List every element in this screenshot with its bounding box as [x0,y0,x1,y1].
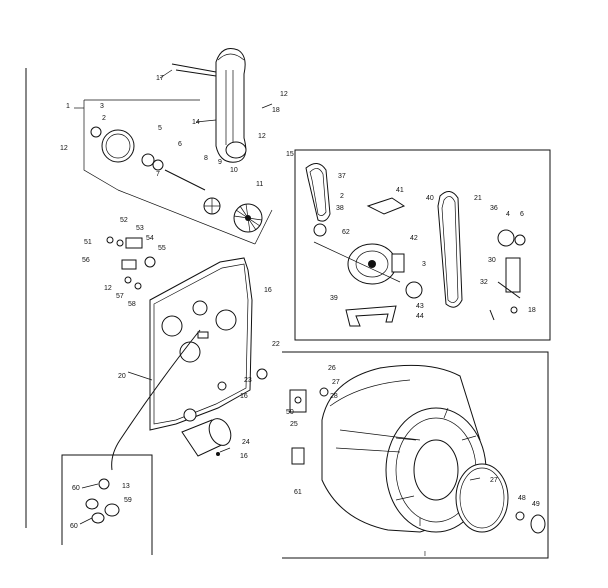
label-11: 11 [256,181,263,188]
label-16a: 16 [264,287,272,294]
label-51: 51 [84,239,92,246]
label-36: 36 [490,205,498,212]
label-37: 37 [338,173,346,180]
label-48: 48 [518,495,526,502]
label-60a: 60 [72,485,80,492]
label-7: 7 [156,171,160,178]
seal-parts [79,478,120,525]
label-41: 41 [396,187,404,194]
label-12b: 12 [60,145,68,152]
idler-pulley-assembly [489,229,526,321]
igniter-cylinder [181,368,268,457]
label-24: 24 [242,439,250,446]
blower-wheel [90,126,263,233]
label-13: 13 [122,483,130,490]
blower-assembly-outline [83,99,273,245]
label-22: 22 [272,341,280,348]
label-49: 49 [532,501,540,508]
label-9: 9 [218,159,222,166]
label-23: 23 [244,377,252,384]
label-28: 28 [330,393,338,400]
label-6: 6 [178,141,182,148]
label-2b: 2 [340,193,344,200]
label-10: 10 [230,167,238,174]
label-57: 57 [116,293,124,300]
idler-belt [437,191,463,308]
label-59: 59 [124,497,132,504]
label-12c: 12 [258,133,266,140]
label-18b: 18 [528,307,536,314]
label-1: 1 [66,103,70,110]
label-14: 14 [192,119,200,126]
motor-detail-box [294,149,551,341]
label-40: 40 [426,195,434,202]
label-21: 21 [474,195,482,202]
label-44: 44 [416,313,424,320]
seal-detail-box [61,454,153,555]
label-30: 30 [488,257,496,264]
part-labels: 17 1 3 2 12 18 14 5 12 6 12 15 8 9 10 7 … [60,75,540,558]
label-4: 4 [506,211,510,218]
label-55: 55 [158,245,166,252]
label-18: 18 [272,107,280,114]
label-27b: 27 [490,477,498,484]
label-38: 38 [336,205,344,212]
drum-detail-box [282,351,549,559]
label-50: 50 [286,409,294,416]
label-54: 54 [146,235,154,242]
thermostat-parts [106,236,156,290]
label-26: 26 [328,365,336,372]
label-39: 39 [330,295,338,302]
label-42: 42 [410,235,418,242]
drum-bracket-parts [289,387,329,465]
label-17: 17 [156,75,164,82]
dryer-drum [321,364,546,534]
label-6b: 6 [520,211,524,218]
drive-belt [305,163,331,222]
label-53: 53 [136,225,144,232]
label-43: 43 [416,303,424,310]
label-25: 25 [290,421,298,428]
label-16c: 16 [240,453,248,460]
label-16b: 16 [240,393,248,400]
label-8: 8 [204,155,208,162]
label-I: I [424,551,426,558]
label-2: 2 [102,115,106,122]
label-58: 58 [128,301,136,308]
wire-lead [111,329,201,471]
label-15: 15 [286,151,294,158]
leader-lines [74,69,481,481]
label-5: 5 [158,125,162,132]
exhaust-duct [171,48,247,163]
label-62: 62 [342,229,350,236]
label-12d: 12 [104,285,112,292]
label-56: 56 [82,257,90,264]
label-3: 3 [100,103,104,110]
label-20: 20 [118,373,126,380]
label-12a: 12 [280,91,288,98]
label-61: 61 [294,489,302,496]
label-52: 52 [120,217,128,224]
label-32: 32 [480,279,488,286]
motor-assembly [313,197,423,327]
rear-bulkhead [149,257,253,431]
label-3b: 3 [422,261,426,268]
label-27a: 27 [332,379,340,386]
label-60b: 60 [70,523,78,530]
